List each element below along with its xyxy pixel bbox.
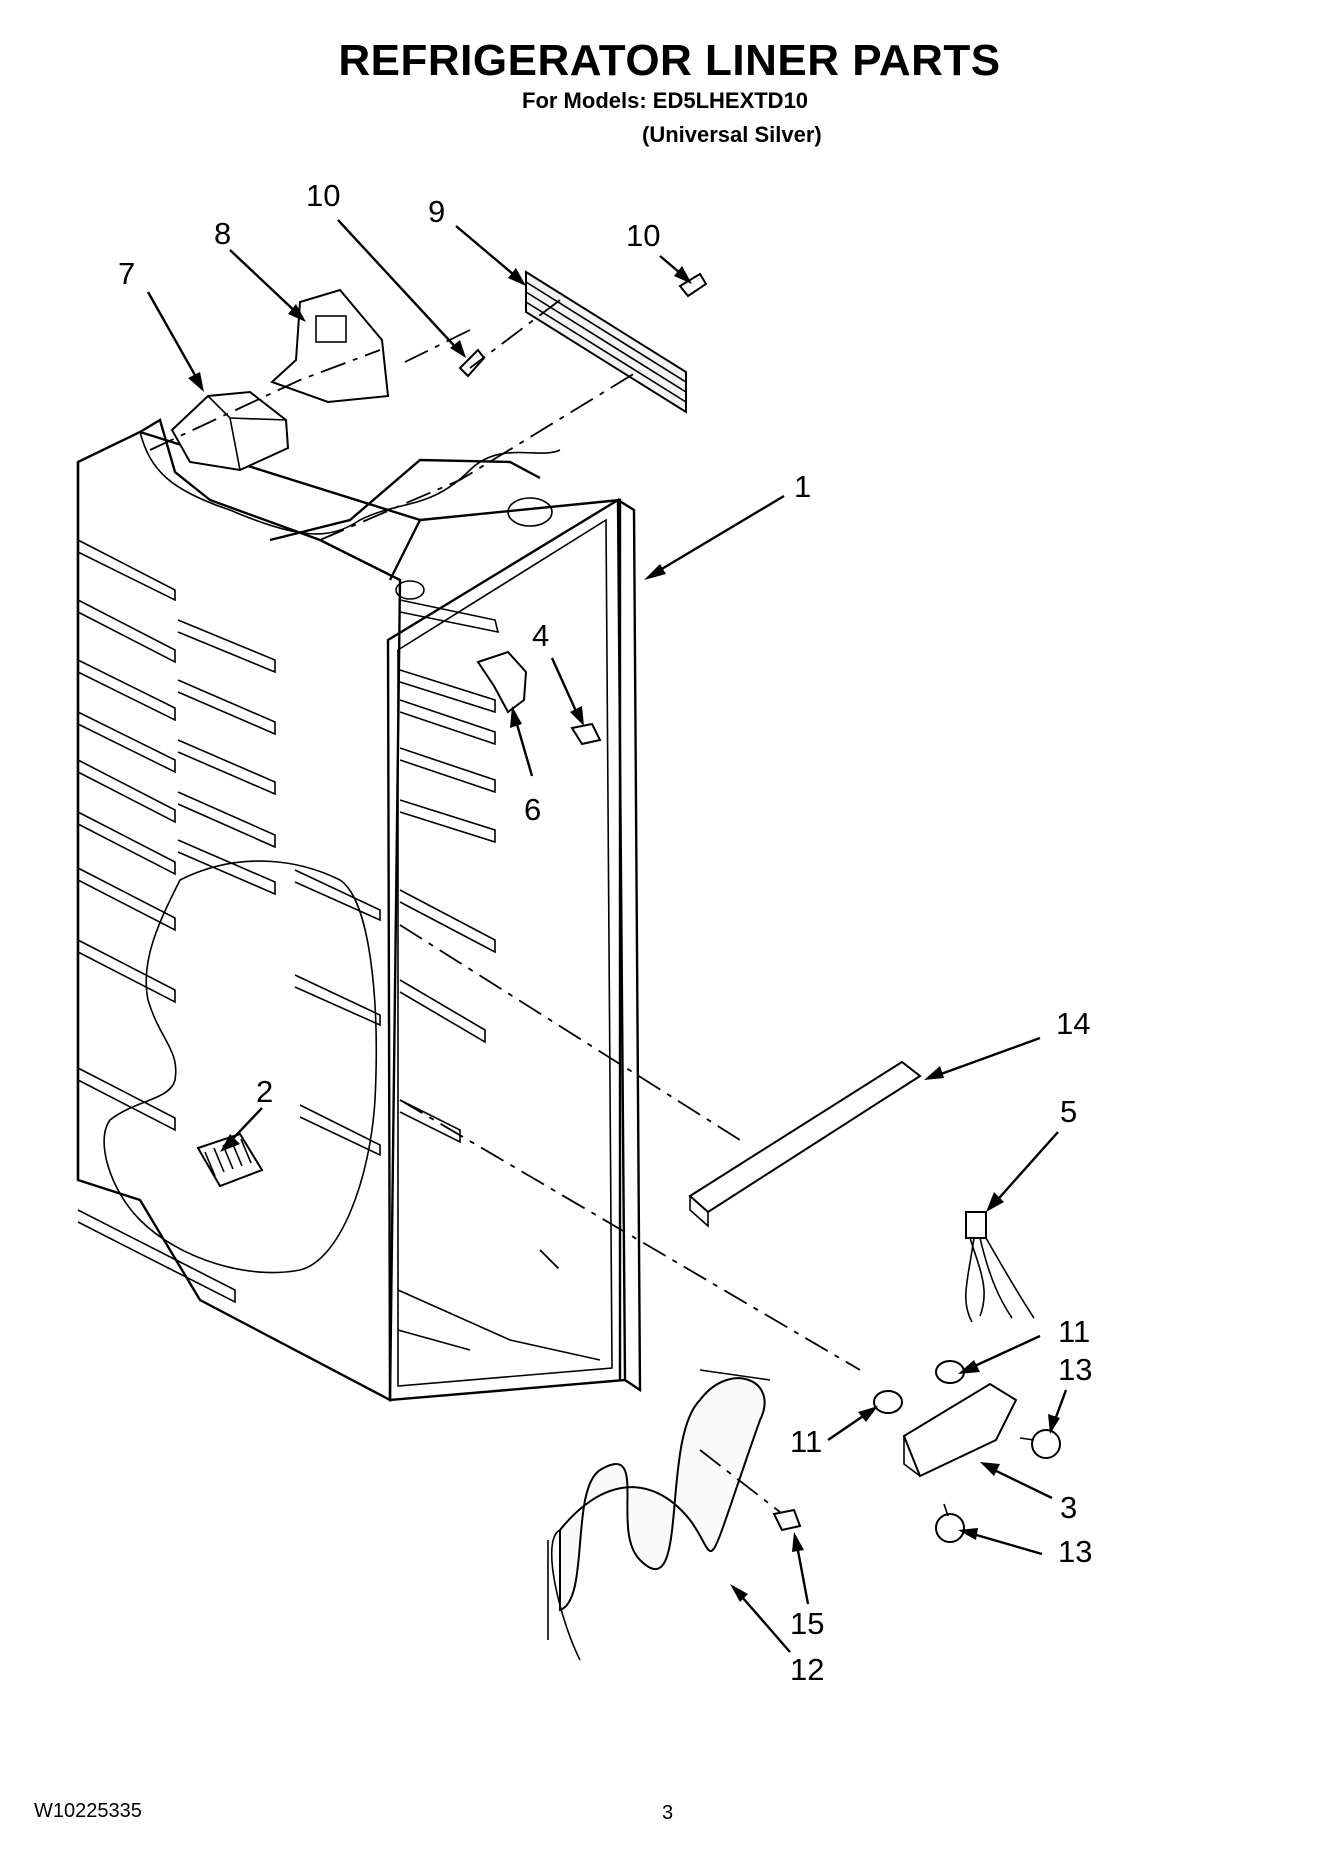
part-3-housing bbox=[902, 1382, 1018, 1478]
callout-4: 4 bbox=[532, 618, 549, 653]
callout-7: 7 bbox=[118, 256, 135, 291]
callout-2: 2 bbox=[256, 1074, 273, 1109]
part-14-cover bbox=[688, 1060, 922, 1228]
callout-10-right: 10 bbox=[626, 218, 660, 253]
callout-11-upper: 11 bbox=[1058, 1314, 1090, 1349]
left-shelf-rails bbox=[77, 539, 276, 1304]
models-line: For Models: ED5LHEXTD10 bbox=[522, 88, 809, 113]
callout-6: 6 bbox=[524, 792, 541, 827]
alignment-lines bbox=[149, 299, 861, 1513]
callout-labels: 1 2 3 4 5 6 7 8 9 10 10 11 11 12 13 13 1… bbox=[118, 178, 1092, 1687]
right-shelf-rails bbox=[399, 599, 500, 1144]
page-title: REFRIGERATOR LINER PARTS bbox=[338, 36, 1001, 85]
page-number: 3 bbox=[662, 1802, 674, 1824]
callout-11-lower: 11 bbox=[790, 1424, 822, 1459]
leader-lines bbox=[146, 219, 1068, 1653]
callout-10-left: 10 bbox=[306, 178, 340, 213]
part-15-screw bbox=[772, 1508, 802, 1532]
liner-assembly bbox=[76, 418, 642, 1402]
part-6-clip bbox=[476, 650, 528, 714]
part-13-plug-lower bbox=[935, 1503, 965, 1543]
part-10-screw-right bbox=[678, 272, 708, 298]
part-11-grommet-lower bbox=[873, 1390, 903, 1414]
part-11-grommet-upper bbox=[935, 1360, 965, 1384]
part-7-control-housing bbox=[170, 390, 290, 472]
part-12-heater bbox=[547, 1369, 771, 1661]
color-line: (Universal Silver) bbox=[642, 122, 822, 147]
callout-9: 9 bbox=[428, 194, 445, 229]
callout-8: 8 bbox=[214, 216, 231, 251]
part-2-grille bbox=[196, 1132, 264, 1188]
callout-13-lower: 13 bbox=[1058, 1534, 1092, 1569]
part-5-harness bbox=[964, 1211, 1035, 1323]
callout-13-upper: 13 bbox=[1058, 1352, 1092, 1387]
callout-15: 15 bbox=[790, 1606, 824, 1641]
part-9-strip bbox=[525, 270, 687, 414]
document-number: W10225335 bbox=[34, 1800, 142, 1822]
callout-5: 5 bbox=[1060, 1094, 1077, 1129]
callout-14: 14 bbox=[1056, 1006, 1090, 1041]
part-4-screw bbox=[570, 722, 602, 746]
part-13-plug-upper bbox=[1019, 1429, 1061, 1459]
callout-3: 3 bbox=[1060, 1490, 1077, 1525]
callout-12: 12 bbox=[790, 1652, 824, 1687]
callout-1: 1 bbox=[794, 469, 811, 504]
